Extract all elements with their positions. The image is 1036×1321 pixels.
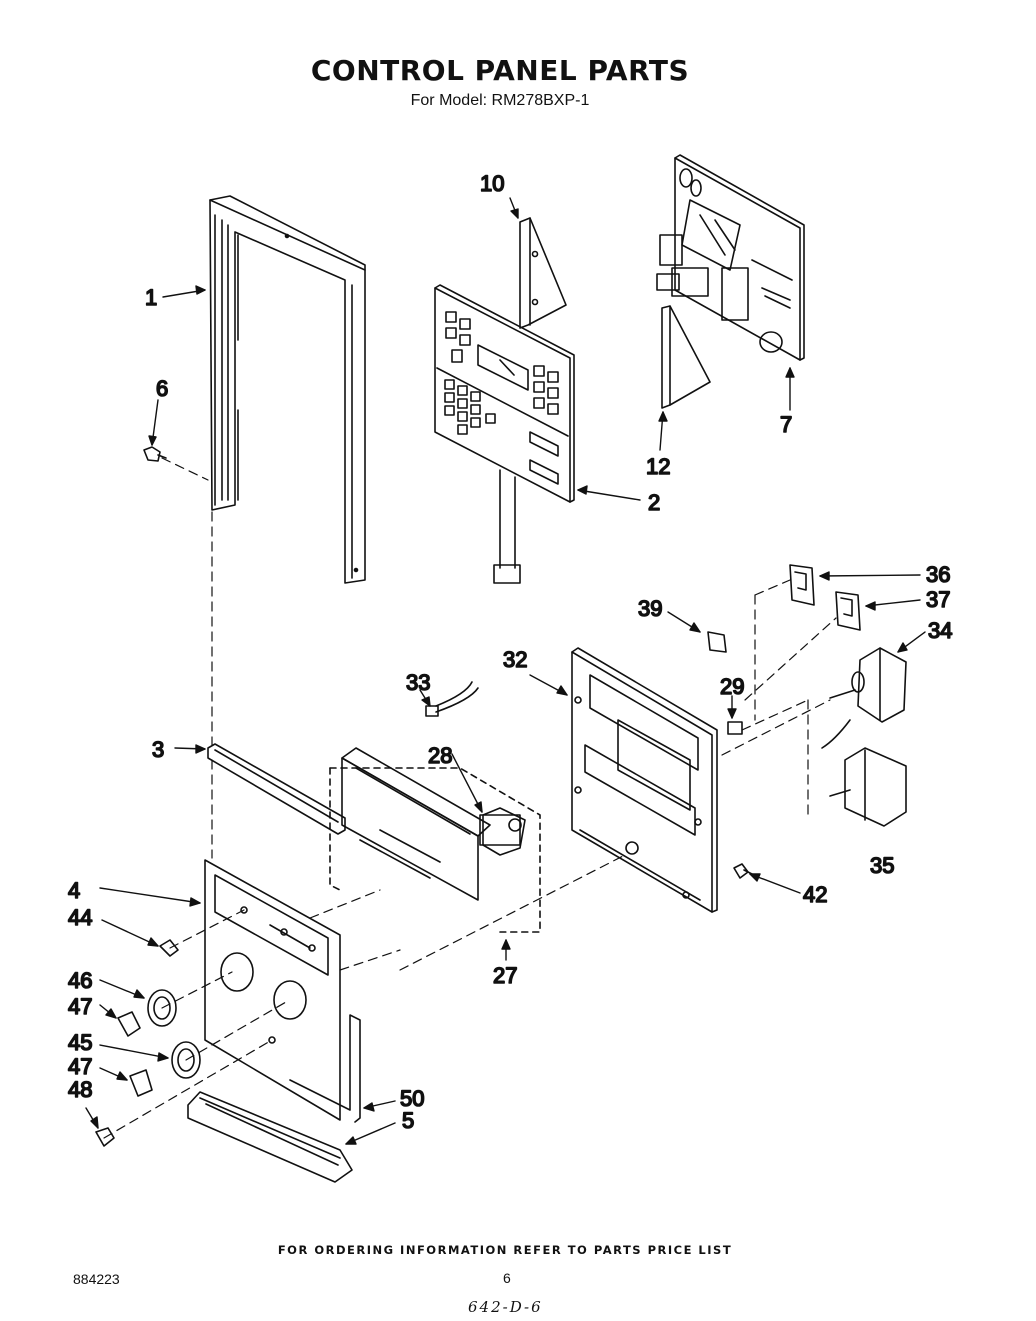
alignment-lines <box>103 457 837 1139</box>
callout-48: 48 <box>68 1077 92 1102</box>
part-34-timer-motor <box>821 647 907 749</box>
callout-42: 42 <box>803 882 827 907</box>
callout-1: 1 <box>145 285 157 310</box>
callout-27: 27 <box>493 963 517 988</box>
part-3-trim-strip <box>207 743 346 835</box>
part-47-knob-lower <box>129 1069 153 1097</box>
callout-5: 5 <box>402 1108 414 1133</box>
callout-47-lower: 47 <box>68 1054 92 1079</box>
page-title: CONTROL PANEL PARTS <box>310 54 690 87</box>
page-number: 6 <box>503 1270 511 1286</box>
callout-36: 36 <box>926 562 950 587</box>
document-number: 884223 <box>73 1271 120 1287</box>
callout-10: 10 <box>480 171 504 196</box>
part-28-connector <box>482 807 526 856</box>
part-47-knob-upper <box>117 1011 141 1037</box>
handwritten-note: 642-D-6 <box>468 1298 543 1316</box>
callout-34: 34 <box>928 618 952 643</box>
part-29-connector <box>727 721 743 735</box>
part-32-mounting-plate <box>571 647 718 913</box>
part-2-touch-panel <box>434 284 575 584</box>
callout-44: 44 <box>68 905 92 930</box>
callout-45: 45 <box>68 1030 92 1055</box>
leader-arrows <box>85 197 926 1145</box>
part-12-bracket <box>661 305 711 409</box>
callout-32: 32 <box>503 647 527 672</box>
callout-7: 7 <box>780 412 792 437</box>
part-6-screw <box>143 446 167 462</box>
part-42-screw <box>733 863 753 879</box>
part-5-base-trim <box>187 1091 353 1183</box>
part-44-light <box>159 939 179 957</box>
part-10-bracket <box>519 217 567 329</box>
callout-29: 29 <box>720 674 744 699</box>
part-46-knob-ring <box>147 989 177 1027</box>
part-39-clip <box>707 631 727 653</box>
part-35-switch <box>829 747 907 827</box>
model-subtitle: For Model: RM278BXP-1 <box>410 92 590 109</box>
part-45-knob-ring <box>171 1041 201 1079</box>
callout-2: 2 <box>648 490 660 515</box>
callout-12: 12 <box>646 454 670 479</box>
part-36-clip <box>789 564 815 606</box>
callout-4: 4 <box>68 878 80 903</box>
part-33-wire <box>425 681 479 717</box>
callout-35: 35 <box>870 853 894 878</box>
callout-6: 6 <box>156 376 168 401</box>
callout-28: 28 <box>428 743 452 768</box>
callout-46: 46 <box>68 968 92 993</box>
callout-33: 33 <box>406 670 430 695</box>
callout-50: 50 <box>400 1086 424 1111</box>
callout-39: 39 <box>638 596 662 621</box>
ordering-note: FOR ORDERING INFORMATION REFER TO PARTS … <box>277 1243 733 1257</box>
part-4-control-panel <box>204 859 361 1123</box>
part-1-frame <box>209 195 366 584</box>
callout-47-upper: 47 <box>68 994 92 1019</box>
part-7-control-board <box>656 154 805 361</box>
callout-37: 37 <box>926 587 950 612</box>
callout-3: 3 <box>152 737 164 762</box>
part-48-plug <box>95 1127 115 1147</box>
part-27-display-assembly <box>329 747 541 933</box>
part-37-clip <box>835 591 861 631</box>
